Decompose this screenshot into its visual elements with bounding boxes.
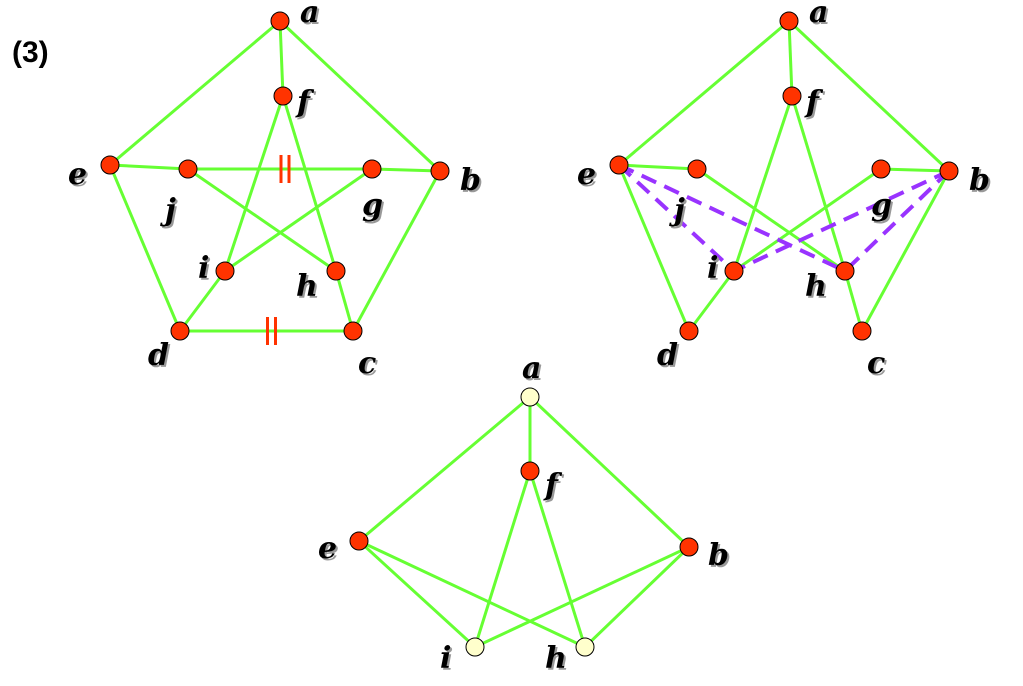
edge-g-b: [371, 167, 441, 173]
node-label-j: j: [160, 193, 176, 228]
dashed-edge-b-h: [843, 169, 951, 273]
node-label-e: e: [577, 157, 596, 192]
node-c: [343, 321, 363, 341]
node-label-h: h: [296, 269, 318, 304]
edge-j-h: [187, 167, 337, 273]
edge-a-f: [278, 20, 285, 97]
edge-g-i: [224, 167, 373, 273]
node-c: [852, 321, 872, 341]
edge-a-b: [787, 19, 951, 173]
edge-a-f: [787, 20, 794, 97]
node-label-i: i: [198, 251, 209, 286]
node-label-f: f: [543, 468, 563, 503]
node-e: [100, 155, 120, 175]
node-j: [687, 159, 707, 179]
node-f: [782, 86, 802, 106]
node-g: [871, 159, 891, 179]
node-i: [465, 637, 485, 657]
edge-j-h: [696, 167, 846, 273]
edge-f-h: [790, 95, 847, 272]
node-i: [724, 261, 744, 281]
node-f: [273, 86, 293, 106]
node-label-d: d: [657, 338, 678, 373]
node-label-c: c: [867, 346, 885, 381]
node-label-a: a: [809, 0, 828, 30]
edge-b-h: [583, 545, 691, 649]
dashed-edge-b-i: [733, 169, 950, 273]
node-g: [362, 159, 382, 179]
edge-b-c: [351, 170, 442, 332]
node-a: [520, 387, 540, 407]
edge-b-i: [474, 545, 690, 649]
edge-e-h: [358, 539, 586, 649]
node-e: [609, 155, 629, 175]
edge-i-d: [687, 270, 736, 332]
edge-e-d: [108, 164, 182, 332]
edge-b-c: [860, 170, 951, 332]
node-h: [326, 261, 346, 281]
node-label-j: j: [669, 193, 685, 228]
edge-a-b: [278, 19, 442, 173]
node-label-i: i: [707, 251, 718, 286]
edge-f-i: [473, 470, 532, 648]
node-j: [178, 159, 198, 179]
node-label-e: e: [318, 531, 337, 566]
node-label-d: d: [148, 338, 169, 373]
node-label-f: f: [295, 85, 315, 120]
node-label-b: b: [460, 163, 481, 198]
node-h: [835, 261, 855, 281]
node-b: [939, 161, 959, 181]
node-d: [170, 321, 190, 341]
dashed-edge-e-i: [617, 163, 736, 273]
edge-a-e: [109, 19, 281, 167]
edge-f-i: [223, 95, 285, 272]
edge-e-d: [617, 164, 691, 332]
edge-a-e: [358, 395, 531, 543]
node-d: [679, 321, 699, 341]
edge-f-i: [732, 95, 794, 272]
node-label-i: i: [440, 641, 451, 676]
figure-label: (3): [12, 36, 49, 69]
node-label-b: b: [969, 163, 990, 198]
edge-g-b: [880, 167, 950, 173]
node-label-g: g: [362, 188, 383, 223]
node-label-g: g: [871, 188, 892, 223]
edge-f-h: [528, 470, 587, 648]
edge-a-e: [618, 19, 790, 167]
node-label-c: c: [358, 346, 376, 381]
edge-e-j: [618, 163, 698, 171]
edge-g-i: [733, 167, 882, 273]
edge-e-i: [357, 539, 477, 649]
node-a: [779, 11, 799, 31]
node-a: [270, 11, 290, 31]
edge-f-h: [281, 95, 338, 272]
edge-a-b: [528, 395, 691, 549]
node-e: [349, 531, 369, 551]
node-b: [430, 161, 450, 181]
node-f: [520, 461, 540, 481]
node-label-a: a: [522, 351, 541, 386]
edge-i-d: [178, 270, 227, 332]
node-label-h: h: [805, 269, 827, 304]
edge-h-c: [334, 270, 355, 332]
node-b: [679, 537, 699, 557]
edge-h-c: [843, 270, 864, 332]
node-h: [575, 637, 595, 657]
node-label-f: f: [804, 85, 824, 120]
edge-e-j: [109, 163, 189, 171]
node-label-e: e: [68, 157, 87, 192]
node-label-h: h: [545, 641, 567, 676]
node-label-a: a: [300, 0, 319, 30]
node-label-b: b: [708, 538, 729, 573]
node-i: [215, 261, 235, 281]
dashed-edge-e-h: [618, 163, 846, 273]
